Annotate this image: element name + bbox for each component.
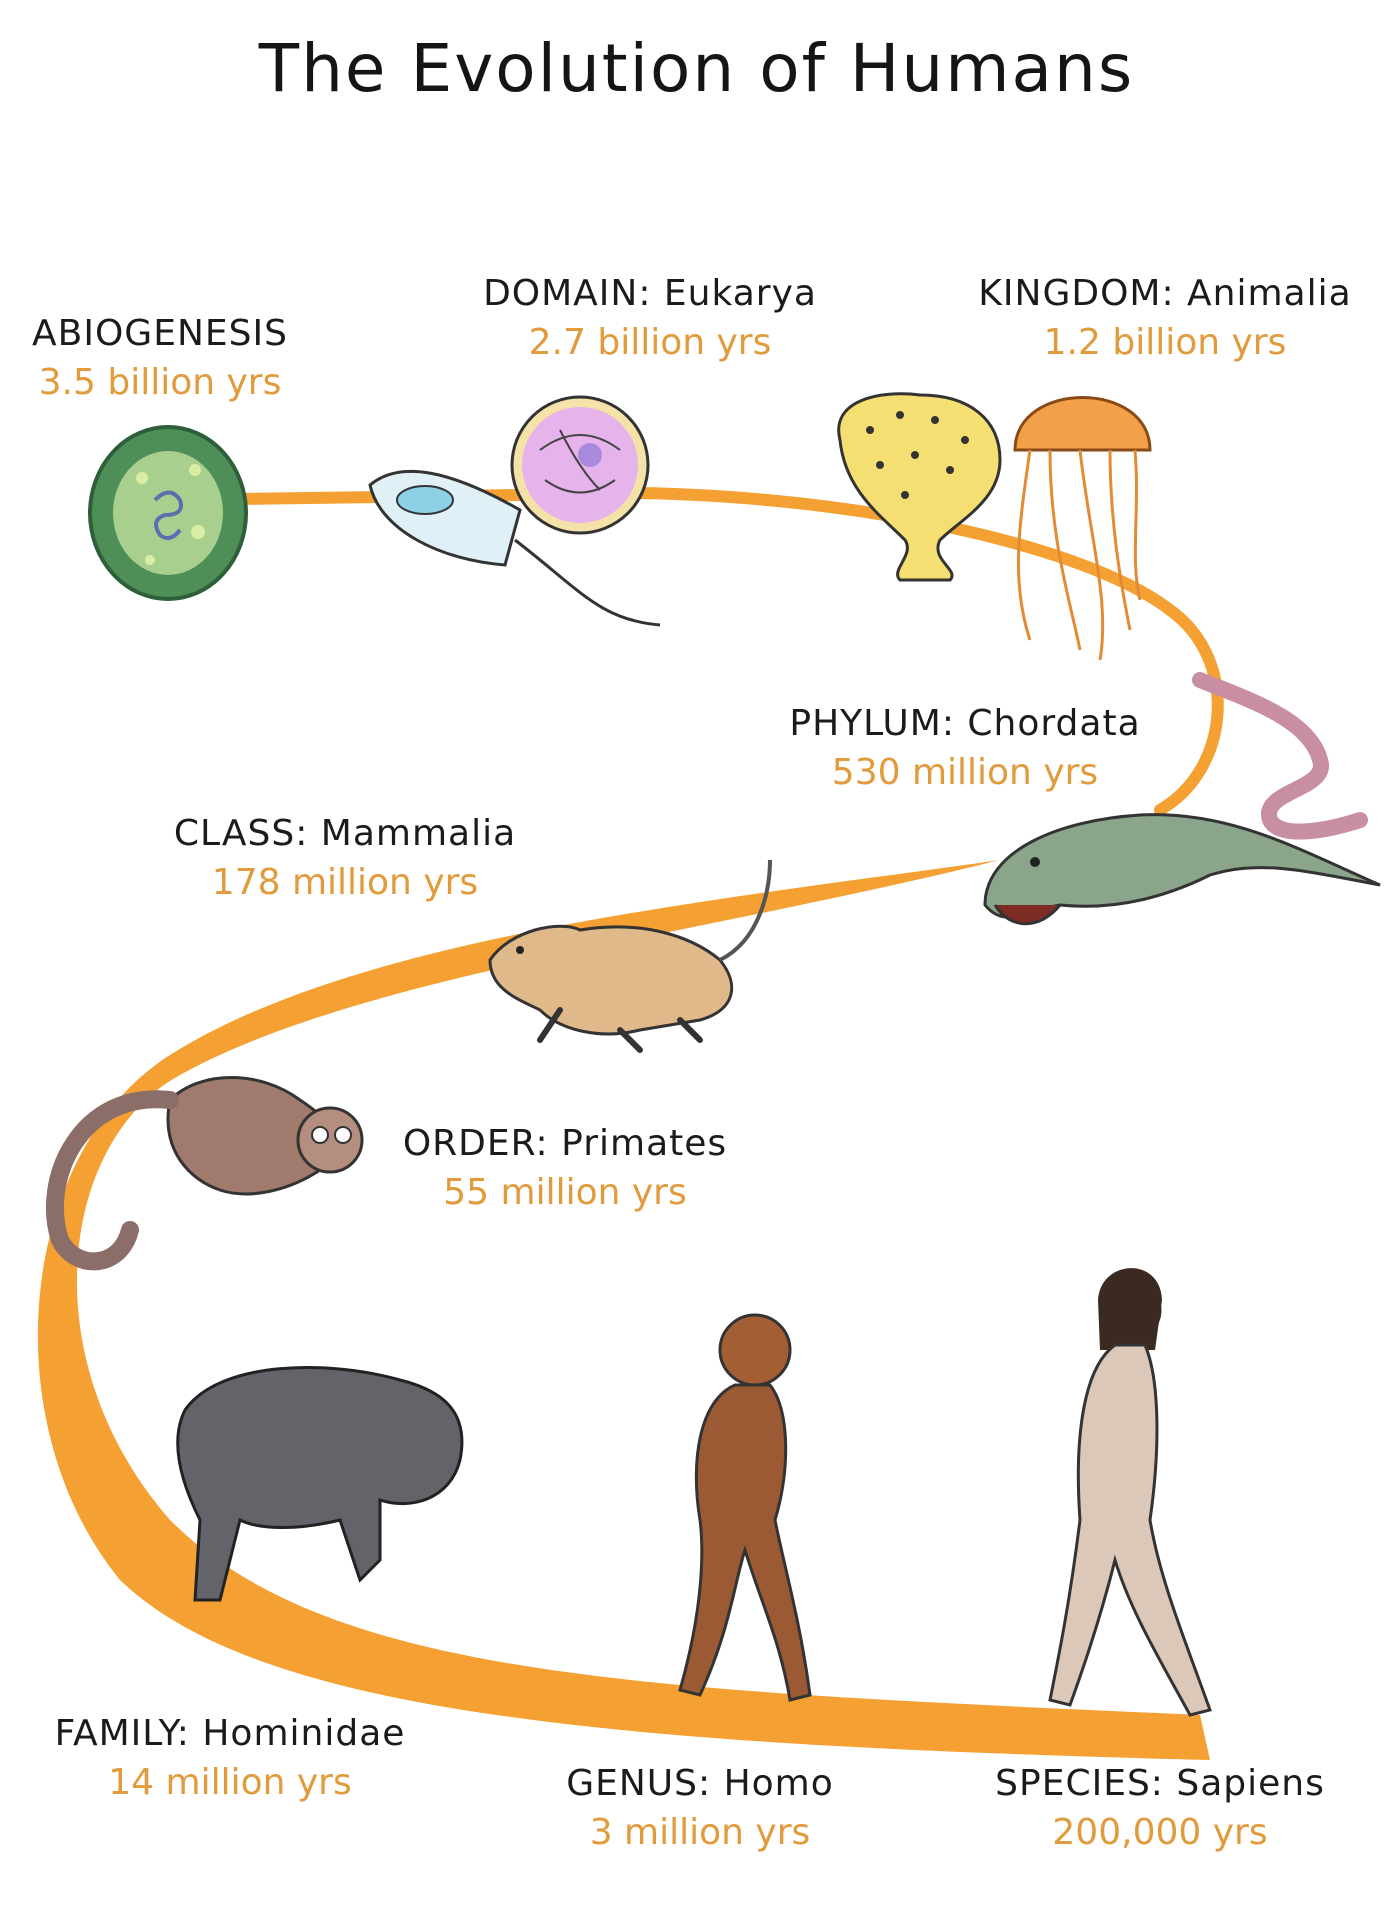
evolution-path-thin — [164, 486, 1224, 816]
stage-rank: FAMILY: Hominidae — [54, 1713, 406, 1754]
cell-icon — [88, 425, 248, 601]
stage-rank: KINGDOM: Animalia — [978, 273, 1352, 314]
flagellate-icon — [368, 469, 661, 627]
fish-icon — [983, 813, 1381, 926]
stage-label-phylum: PHYLUM: Chordata 530 million yrs — [765, 700, 1165, 798]
stage-age: 530 million yrs — [831, 752, 1099, 793]
stage-rank: DOMAIN: Eukarya — [483, 273, 817, 314]
stage-label-order: ORDER: Primates 55 million yrs — [370, 1120, 760, 1218]
stage-label-family: FAMILY: Hominidae 14 million yrs — [30, 1710, 430, 1808]
stage-age: 3.5 billion yrs — [38, 362, 282, 403]
sponge-icon — [837, 392, 1002, 582]
stage-age: 14 million yrs — [108, 1762, 352, 1803]
stage-age: 3 million yrs — [589, 1812, 811, 1853]
stage-label-species: SPECIES: Sapiens 200,000 yrs — [960, 1760, 1360, 1858]
ape-icon — [176, 1366, 464, 1602]
early-human-icon — [678, 1313, 812, 1702]
stage-age: 178 million yrs — [211, 862, 479, 903]
stage-rank: PHYLUM: Chordata — [789, 703, 1141, 744]
mammal-icon — [488, 859, 772, 1053]
stage-rank: CLASS: Mammalia — [173, 813, 517, 854]
lancelet-icon — [1192, 672, 1368, 840]
stage-rank: ABIOGENESIS — [32, 313, 288, 354]
stage-label-kingdom: KINGDOM: Animalia 1.2 billion yrs — [965, 270, 1365, 368]
stage-label-class: CLASS: Mammalia 178 million yrs — [160, 810, 530, 908]
stage-label-abiogenesis: ABIOGENESIS 3.5 billion yrs — [25, 310, 295, 408]
stage-rank: SPECIES: Sapiens — [995, 1763, 1325, 1804]
human-icon — [1048, 1268, 1212, 1717]
stage-age: 2.7 billion yrs — [528, 322, 772, 363]
eukaryote-cell-icon — [510, 395, 650, 535]
primate-icon — [46, 1076, 364, 1271]
jellyfish-icon — [1013, 396, 1152, 661]
stage-age: 55 million yrs — [443, 1172, 687, 1213]
stage-age: 200,000 yrs — [1052, 1812, 1268, 1853]
stage-label-genus: GENUS: Homo 3 million yrs — [540, 1760, 860, 1858]
stage-rank: ORDER: Primates — [402, 1123, 728, 1164]
page-title: The Evolution of Humans — [258, 30, 1135, 107]
stage-label-domain: DOMAIN: Eukarya 2.7 billion yrs — [455, 270, 845, 368]
stage-age: 1.2 billion yrs — [1043, 322, 1287, 363]
stage-rank: GENUS: Homo — [566, 1763, 834, 1804]
